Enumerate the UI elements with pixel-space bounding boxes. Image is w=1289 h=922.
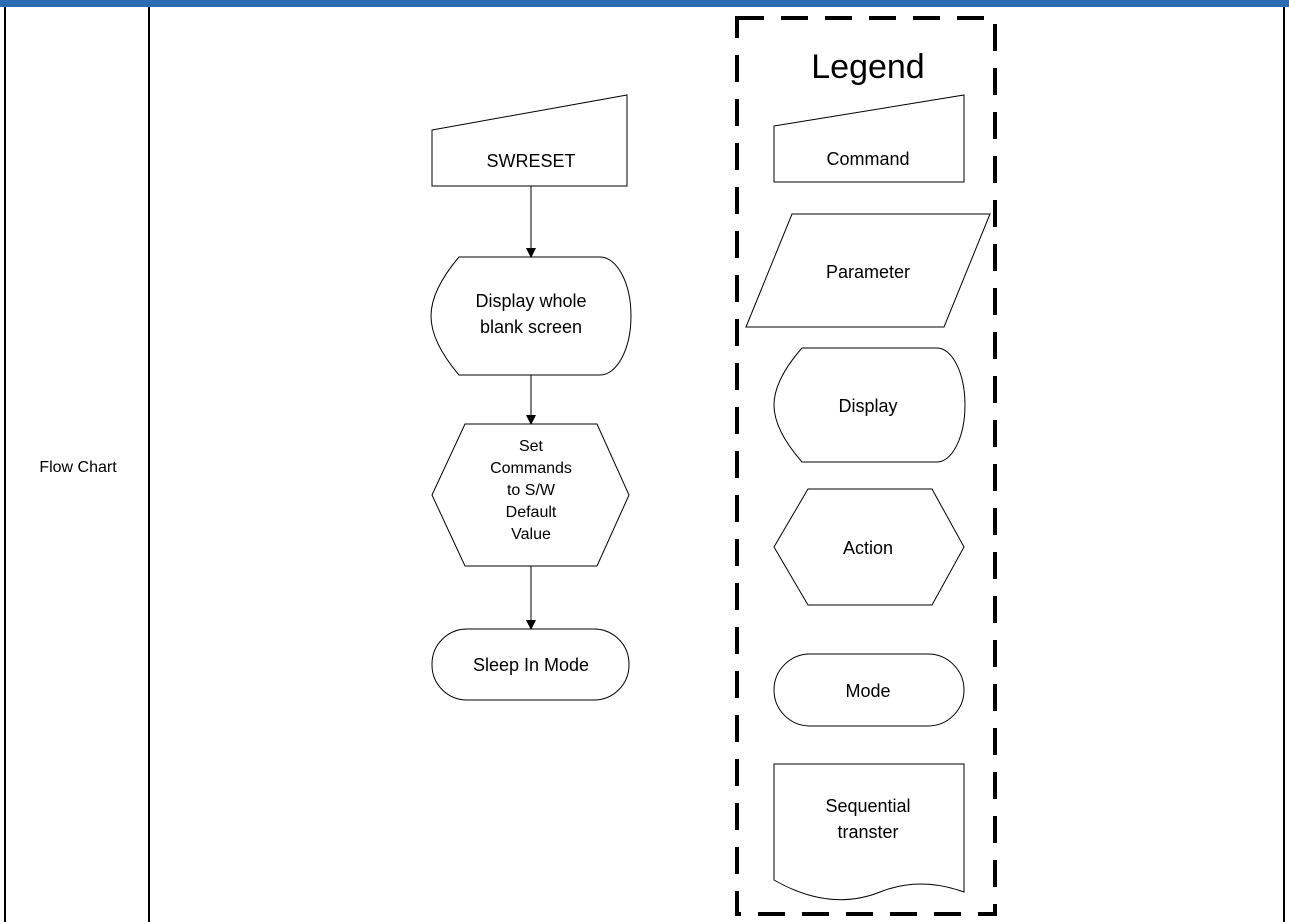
legend-action-label: Action — [843, 538, 893, 558]
flow-action-label-line1: Set — [519, 438, 544, 455]
flow-command-swreset: SWRESET — [431, 94, 628, 187]
legend-dashed-border — [735, 16, 997, 916]
legend-sequential-label-line1: Sequential — [825, 796, 910, 816]
legend-action: Action — [773, 488, 965, 606]
row-label: Flow Chart — [39, 459, 117, 476]
legend-command: Command — [773, 94, 965, 183]
legend-command-label: Command — [826, 149, 909, 169]
top-accent-bar — [0, 0, 1289, 7]
legend-mode-label: Mode — [845, 681, 890, 701]
legend-parameter: Parameter — [745, 213, 991, 328]
flow-display-label-line2: blank screen — [480, 317, 582, 337]
flow-display-label-line1: Display whole — [475, 291, 586, 311]
legend-title: Legend — [811, 48, 924, 86]
legend-display: Display — [773, 347, 966, 463]
flow-command-label: SWRESET — [486, 151, 575, 171]
flow-action-label-line4: Default — [506, 504, 557, 521]
legend-display-label: Display — [838, 396, 897, 416]
flow-action-label-line3: to S/W — [507, 482, 556, 499]
flow-display-step: Display whole blank screen — [430, 256, 632, 376]
legend-mode: Mode — [773, 653, 965, 727]
flow-mode-sleep-in: Sleep In Mode — [431, 628, 630, 701]
flow-action-step: Set Commands to S/W Default Value — [431, 423, 630, 567]
legend-parameter-label: Parameter — [826, 262, 910, 282]
legend-sequential-label-line2: transter — [837, 822, 898, 842]
flow-action-label-line2: Commands — [490, 460, 572, 477]
legend-sequential-transfer: Sequential transter — [773, 763, 965, 901]
flow-mode-label: Sleep In Mode — [473, 655, 589, 675]
flow-action-label-line5: Value — [511, 526, 551, 543]
